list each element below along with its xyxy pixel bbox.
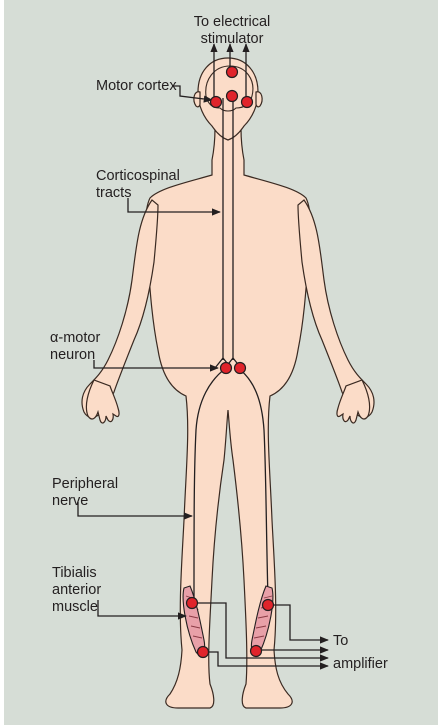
muscle-electrode-left-lower	[198, 647, 209, 658]
cortex-electrode-top	[227, 67, 238, 78]
stimulator-label-line1: To electrical	[194, 14, 271, 30]
to-label: To	[333, 633, 348, 649]
tibialis-label-line3: muscle	[52, 599, 98, 615]
motor-neuron-label-line2: neuron	[50, 347, 95, 363]
tibialis-label-line1: Tibialis	[52, 565, 97, 581]
amplifier-label: amplifier	[333, 656, 388, 672]
corticospinal-label-line1: Corticospinal	[96, 168, 180, 184]
peripheral-label-line2: nerve	[52, 493, 88, 509]
neuron-electrode-right	[235, 363, 246, 374]
body-torso-legs	[146, 128, 311, 708]
cortex-electrode-right	[242, 97, 253, 108]
muscle-electrode-right-lower	[251, 646, 262, 657]
stimulator-label-line2: stimulator	[201, 31, 264, 47]
cortex-electrode-left	[211, 97, 222, 108]
peripheral-label-line1: Peripheral	[52, 476, 118, 492]
neuron-electrode-left	[221, 363, 232, 374]
muscle-electrode-right-upper	[263, 600, 274, 611]
motor-cortex-label: Motor cortex	[96, 78, 177, 94]
tibialis-label-line2: anterior	[52, 582, 101, 598]
motor-neuron-label-line1: α-motor	[50, 330, 100, 346]
muscle-electrode-left-upper	[187, 598, 198, 609]
human-body-figure	[82, 58, 374, 708]
corticospinal-label-line2: tracts	[96, 185, 131, 201]
left-ear	[194, 92, 200, 107]
right-ear	[256, 92, 262, 107]
cortex-electrode-center	[227, 91, 238, 102]
